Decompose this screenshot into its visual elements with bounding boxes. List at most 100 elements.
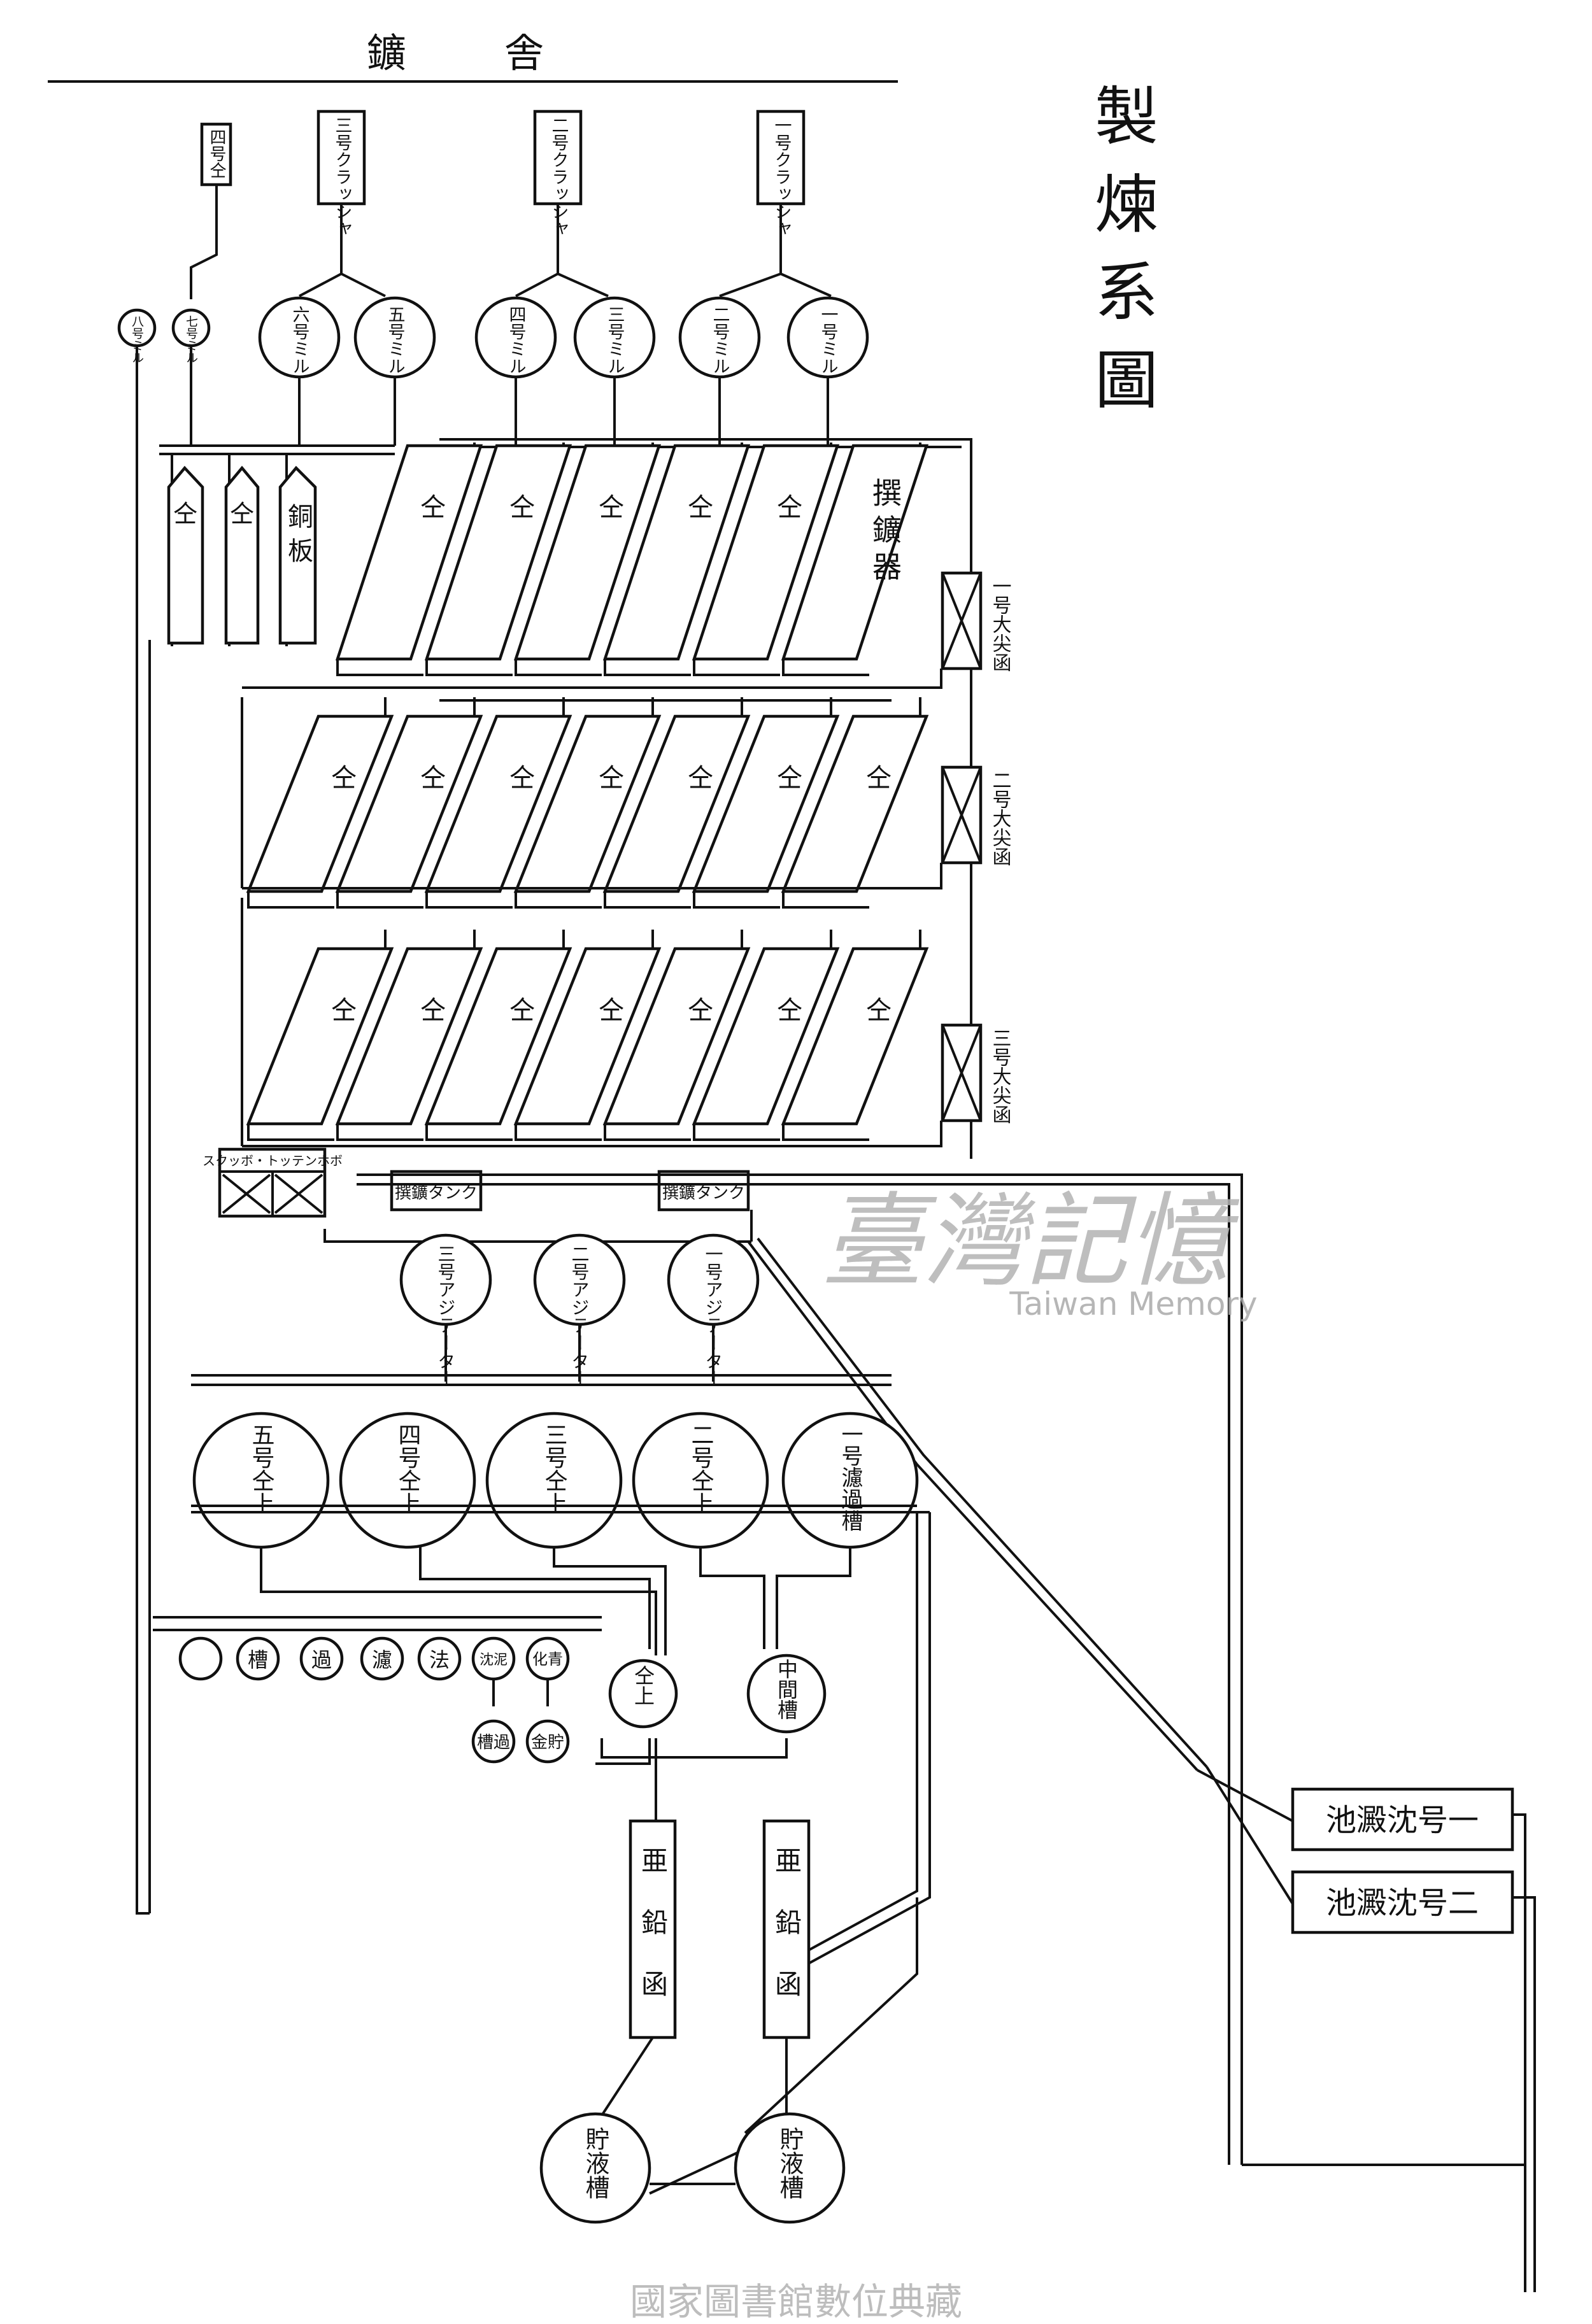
table-1-4-label: 仝 <box>688 493 713 522</box>
crusher-2 <box>533 110 583 206</box>
small-tank-8 <box>525 1719 570 1764</box>
crusher-4-label: 四号仝 <box>207 129 226 178</box>
table-ledge <box>782 891 869 909</box>
classifier-2 <box>657 1170 750 1212</box>
storage-tank-row: 貯液槽 貯液槽 <box>539 2112 846 2224</box>
mill-5-label: 五号ミル <box>385 306 405 374</box>
small-tank-6-label: 化青 <box>532 1650 563 1668</box>
table-1-6-label: 撰鑛器 <box>868 478 902 588</box>
table-ledge <box>247 1124 334 1141</box>
crusher-mill-pipes <box>190 185 832 299</box>
filter-tank-1-label: 一号濾過槽 <box>837 1423 863 1531</box>
storage-tank-1 <box>539 2112 651 2224</box>
table-ledge <box>247 891 334 909</box>
settling-pond-2-label: 二号沈澱池 <box>1326 1885 1479 1921</box>
table-ledge <box>693 891 780 909</box>
settling-pond-1-label: 一号沈澱池 <box>1326 1803 1479 1838</box>
furnace-1-label: 一号大尖函 <box>989 576 1011 672</box>
table-1-1-label: 仝 <box>420 493 446 522</box>
table-1-5 <box>692 444 840 661</box>
table-3-5-label: 仝 <box>688 996 713 1025</box>
footer-text: 國家圖書館數位典藏 <box>630 2280 962 2323</box>
same-above-label: 仝上 <box>631 1665 655 1706</box>
table-3-6 <box>692 947 840 1126</box>
diagram-title: 製煉系圖 <box>1084 83 1158 434</box>
table-2-4-label: 仝 <box>599 763 624 793</box>
sump-row: スクッボ・トッテンホボ 撰鑛タンク 撰鑛タンク <box>203 1147 1243 2165</box>
mill-6-label: 六号ミル <box>290 306 309 374</box>
table-ledge <box>693 659 780 676</box>
classifier-1-label: 撰鑛タンク <box>395 1184 478 1203</box>
table-ledge <box>782 659 869 676</box>
plate-2-label: 仝 <box>230 500 254 528</box>
table-3-2-label: 仝 <box>420 996 446 1025</box>
zinc-box-1-label: 亜鉛函 <box>637 1846 669 2032</box>
small-tank-2 <box>299 1636 344 1681</box>
table-3-6-label: 仝 <box>777 996 802 1025</box>
watermark: 臺灣記憶 Taiwan Memory <box>821 1182 1258 1322</box>
table-2-5 <box>602 714 751 893</box>
table-ledge <box>425 659 513 676</box>
table-2-3 <box>424 714 572 893</box>
table-2-7 <box>781 714 929 893</box>
table-1-6 <box>781 444 929 661</box>
small-tank-4 <box>417 1636 462 1681</box>
watermark-text: 臺灣記憶 <box>821 1182 1240 1301</box>
small-empty <box>178 1636 223 1681</box>
table-2-6 <box>692 714 840 893</box>
middle-tank <box>746 1654 827 1734</box>
table-ledge <box>425 1124 513 1141</box>
furnace-3-label: 三号大尖函 <box>989 1028 1011 1124</box>
agitator-row: 三号アジテーター 二号アジテーター 一号アジテーター <box>191 1233 1208 1771</box>
plate-1-label: 仝 <box>173 500 197 528</box>
table-ledge <box>515 1124 602 1141</box>
table-ledge <box>693 1124 780 1141</box>
table-ledge <box>336 1124 423 1141</box>
table-ledge <box>425 891 513 909</box>
table-1-4 <box>602 444 751 661</box>
tank-4 <box>339 1412 476 1549</box>
small-tank-3-label: 濾 <box>372 1648 392 1672</box>
table-2-2 <box>335 714 483 893</box>
storage-tank-2-label: 貯液槽 <box>776 2127 804 2199</box>
zinc-box-1 <box>629 1819 677 2039</box>
table-2-6-label: 仝 <box>777 763 802 793</box>
table-1-5-label: 仝 <box>777 493 802 522</box>
zinc-box-row: 亜鉛函 亜鉛函 <box>597 1819 918 2134</box>
small-vessel-row: 槽 過 濾 法 沈泥 化青 槽過 金貯 仝上 中間槽 <box>153 1616 827 1764</box>
mill-3-label: 三号ミル <box>605 306 625 374</box>
classifier-2-label: 撰鑛タンク <box>662 1184 745 1203</box>
table-1-3 <box>513 444 662 661</box>
table-1-2-label: 仝 <box>509 493 535 522</box>
crusher-row: 四号仝 三号クラッシャ 二号クラッシャ 一号クラッシャ <box>200 110 806 237</box>
classifier-1 <box>390 1170 483 1212</box>
table-2-5-label: 仝 <box>688 763 713 793</box>
table-2-3-label: 仝 <box>509 763 535 793</box>
table-3-5 <box>602 947 751 1126</box>
furnace-2-label: 二号大尖函 <box>989 770 1011 866</box>
middle-tank-label: 中間槽 <box>774 1659 799 1720</box>
settling-ponds: 一号沈澱池 二号沈澱池 <box>1197 1766 1536 2292</box>
table-2-2-label: 仝 <box>420 763 446 793</box>
sump-boxes-label: スクッボ・トッテンホボ <box>203 1153 343 1168</box>
table-3-4-label: 仝 <box>599 996 624 1025</box>
mill-4-label: 四号ミル <box>506 306 526 374</box>
small-tank-1 <box>236 1636 280 1681</box>
mill-7-label: 七号ミル <box>184 315 198 364</box>
tank-2-label: 二号仝上 <box>688 1423 714 1515</box>
small-tank-2-label: 過 <box>311 1648 332 1672</box>
settling-pond-1 <box>1291 1787 1514 1852</box>
inclined-tables: 仝仝仝仝仝撰鑛器仝仝仝仝仝仝仝仝仝仝仝仝仝仝 <box>241 443 942 1147</box>
table-ledge <box>604 891 691 909</box>
storage-tank-2 <box>734 2112 846 2224</box>
table-ledge <box>336 659 423 676</box>
small-tank-1-label: 槽 <box>248 1648 268 1672</box>
small-tank-7 <box>471 1719 516 1764</box>
mill-8-label: 八号ミル <box>130 315 144 364</box>
furnace-column: 一号大尖函 二号大尖函 三号大尖函 <box>242 446 1011 1159</box>
table-1-1 <box>335 444 483 661</box>
table-ledge <box>336 891 423 909</box>
small-tank-3 <box>360 1636 404 1681</box>
tank-3-label: 三号仝上 <box>541 1423 567 1515</box>
